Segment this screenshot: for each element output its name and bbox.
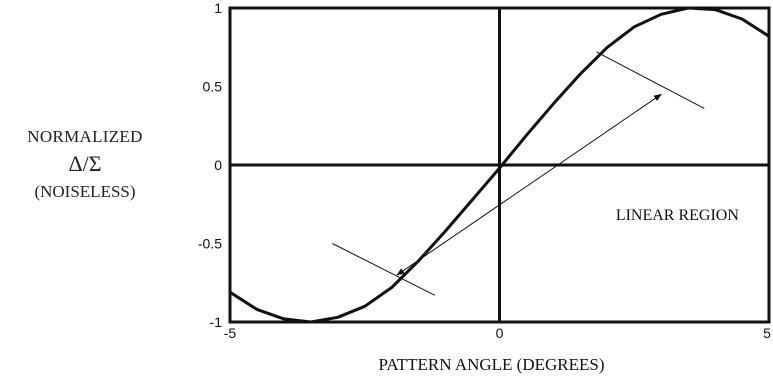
y-tick-label: -0.5 [198,236,222,252]
y-tick-label: 1 [214,0,222,16]
linear-region-tick-mark [332,243,436,296]
y-axis-label-line-2: Δ/Σ [68,151,102,176]
x-tick-label: 5 [763,325,771,341]
linear-region-label: LINEAR REGION [616,207,740,224]
y-tick-label: 0.5 [203,79,223,95]
y-axis-label: NORMALIZED Δ/Σ (NOISELESS) [0,128,170,200]
x-axis-label: PATTERN ANGLE (DEGREES) [378,355,604,374]
linear-region-tick-mark [596,51,705,109]
x-tick-label: -5 [224,325,237,341]
linear-region-arrow [396,93,662,276]
y-tick-label: -1 [210,314,223,330]
x-tick-label: 0 [496,325,504,341]
y-axis-label-line-1: NORMALIZED [27,127,143,146]
y-axis-label-line-3: (NOISELESS) [34,182,136,201]
y-tick-label: 0 [214,157,222,173]
